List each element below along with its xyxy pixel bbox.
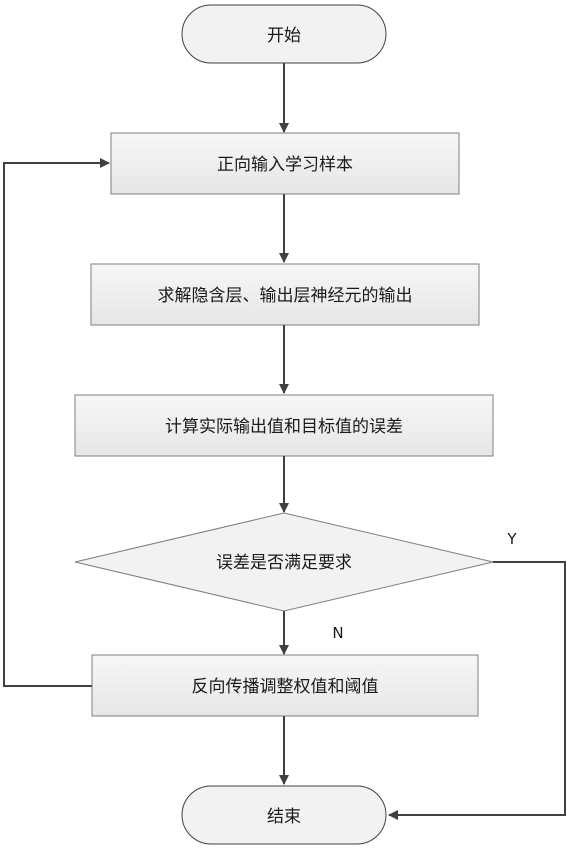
process-step-forward-input [110, 132, 460, 195]
step2-label: 求解隐含层、输出层神经元的输出 [158, 286, 413, 306]
yes-label: Y [506, 530, 517, 548]
step4-label: 反向传播调整权值和阈值 [192, 677, 379, 697]
process-step-compute-error [74, 394, 494, 457]
loop-back-connector [3, 158, 110, 687]
yes-branch-connector [388, 561, 566, 820]
step3-label: 计算实际输出值和目标值的误差 [165, 417, 403, 437]
decision-label: 误差是否满足要求 [216, 553, 352, 573]
start-label: 开始 [267, 26, 301, 46]
no-label: N [332, 624, 343, 642]
step1-label: 正向输入学习样本 [217, 155, 353, 175]
end-label: 结束 [267, 807, 301, 827]
end-terminal [181, 785, 387, 845]
